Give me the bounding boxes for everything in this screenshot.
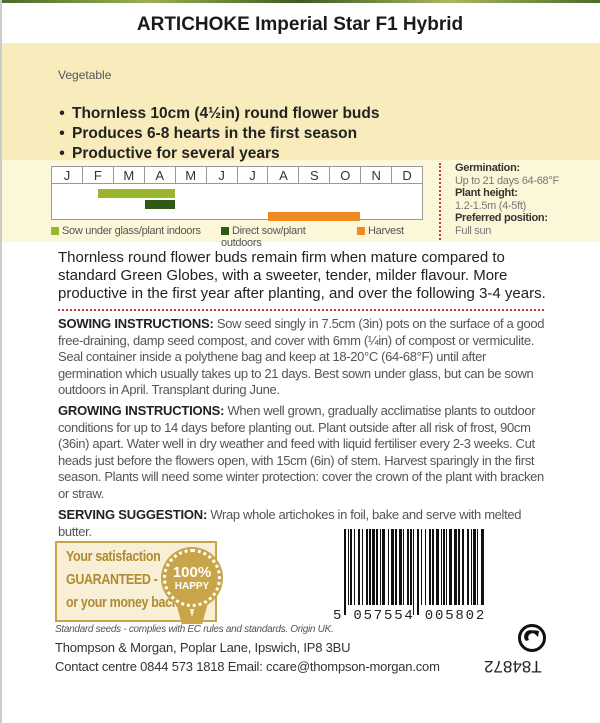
growing-instructions: GROWING INSTRUCTIONS: When well grown, g… — [58, 403, 544, 501]
serving-suggestion: SERVING SUGGESTION: Wrap whole artichoke… — [58, 507, 522, 539]
barcode-bar — [344, 529, 346, 615]
month-9: O — [330, 167, 362, 183]
barcode-bar — [462, 529, 464, 605]
feature-item: Productive for several years — [52, 144, 379, 164]
product-code: T84872 — [484, 657, 542, 676]
contact-info: Contact centre 0844 573 1818 Email: ccar… — [55, 659, 440, 674]
calendar-legend: Sow under glass/plant indoors Direct sow… — [51, 225, 404, 249]
barcode-bar — [403, 529, 404, 605]
barcode-bar — [354, 529, 355, 605]
barcode-bar — [467, 529, 469, 605]
happy-seal: 100%HAPPY — [163, 549, 221, 607]
barcode-bar — [443, 529, 445, 605]
barcode-bar — [481, 529, 484, 605]
month-8: S — [299, 167, 331, 183]
barcode-bar — [407, 529, 409, 605]
barcode-bar — [410, 529, 412, 605]
feature-item: Thornless 10cm (4½in) round flower buds — [52, 104, 379, 124]
dotted-separator — [58, 309, 544, 311]
month-4: M — [176, 167, 207, 183]
standards-note: Standard seeds - complies with EC rules … — [55, 624, 334, 635]
barcode-bar — [348, 529, 349, 605]
barcode-bar — [358, 529, 360, 605]
header-image-strip — [0, 0, 600, 3]
barcode-bar — [350, 529, 352, 605]
barcode-bar — [432, 529, 434, 605]
green-dot-icon — [518, 624, 546, 652]
barcode-bar — [372, 529, 375, 605]
barcode-bar — [395, 529, 397, 605]
left-border — [0, 0, 2, 723]
description: Thornless round flower buds remain firm … — [58, 249, 546, 302]
barcode-bar — [380, 529, 381, 605]
product-title: ARTICHOKE Imperial Star F1 Hybrid — [136, 14, 464, 35]
legend-direct-sow: Direct sow/plant outdoors — [221, 225, 306, 249]
barcode-bar — [388, 529, 389, 605]
feature-item: Produces 6-8 hearts in the first season — [52, 124, 379, 144]
feature-list: Thornless 10cm (4½in) round flower buds … — [52, 104, 379, 164]
barcode — [344, 529, 484, 615]
barcode-number: 5 057554 005802 — [333, 608, 487, 624]
legend-sow-indoors: Sow under glass/plant indoors — [51, 225, 221, 249]
barcode-bar — [362, 529, 363, 605]
barcode-bar — [425, 529, 426, 605]
month-0: J — [52, 167, 83, 183]
sowing-instructions: SOWING INSTRUCTIONS: Sow seed singly in … — [58, 316, 545, 397]
barcode-bar — [429, 529, 431, 605]
month-5: J — [207, 167, 238, 183]
barcode-bar — [421, 529, 422, 605]
legend-harvest: Harvest — [346, 225, 404, 249]
bar-sow-under-glass-plant-indoors — [98, 189, 176, 198]
barcode-bar — [376, 529, 378, 605]
divider — [439, 163, 441, 240]
barcode-bar — [382, 529, 385, 605]
category-label: Vegetable — [58, 68, 112, 82]
barcode-bar — [369, 529, 371, 605]
bar-harvest — [267, 212, 361, 221]
barcode-bar — [471, 529, 472, 605]
barcode-bar — [449, 529, 452, 605]
barcode-bar — [441, 529, 442, 605]
barcode-bar — [458, 529, 460, 605]
month-2: M — [114, 167, 145, 183]
growing-info: Germination:Up to 21 days 64-68°F Plant … — [455, 162, 559, 237]
barcode-bar — [473, 529, 476, 605]
bar-direct-sow-plant-outdoors — [144, 200, 176, 209]
barcode-bar — [454, 529, 457, 605]
month-7: A — [268, 167, 300, 183]
barcode-bar — [399, 529, 402, 605]
month-1: F — [83, 167, 114, 183]
barcode-bar — [436, 529, 439, 605]
barcode-bar — [413, 529, 414, 615]
address: Thompson & Morgan, Poplar Lane, Ipswich,… — [55, 640, 351, 655]
barcode-bar — [477, 529, 478, 605]
month-6: J — [238, 167, 269, 183]
barcode-bar — [417, 529, 419, 615]
month-11: D — [402, 168, 412, 183]
month-3: A — [145, 167, 176, 183]
barcode-bar — [391, 529, 394, 605]
barcode-bar — [446, 529, 447, 605]
barcode-bar — [366, 529, 368, 605]
month-10: N — [361, 167, 393, 183]
